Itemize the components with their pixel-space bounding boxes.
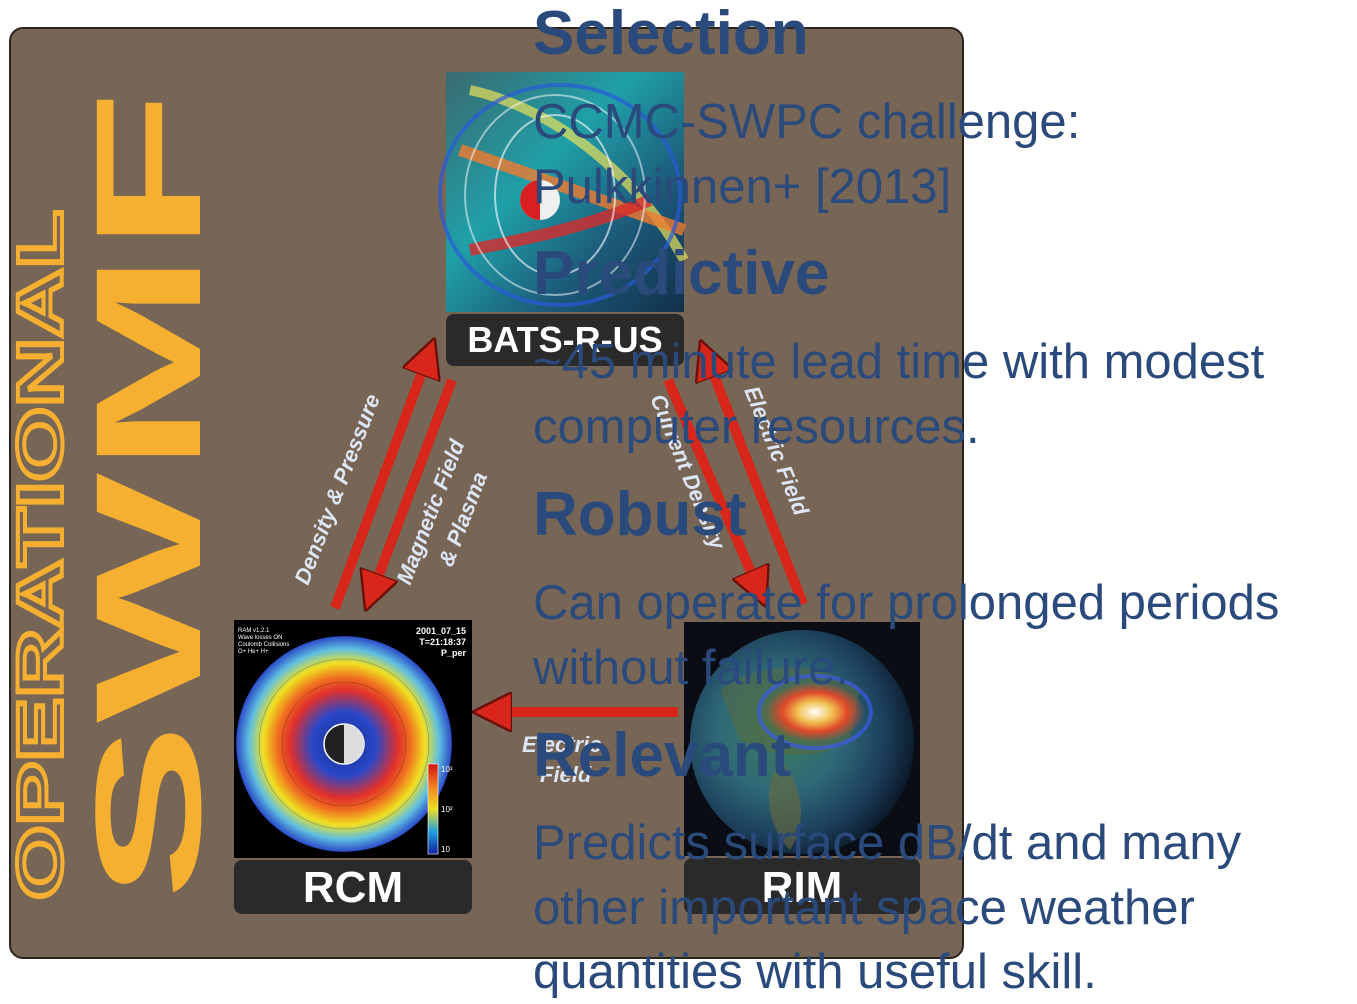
arrow-rim-to-bats <box>703 347 808 606</box>
rcm-header-left-3: Coulomb Collisions <box>238 642 289 648</box>
label-density-pressure: Density & Pressure <box>289 390 385 587</box>
arrows <box>330 345 808 712</box>
bats-r-us-label: BATS-R-US <box>467 319 662 360</box>
arrow-bats-to-rcm <box>368 378 457 604</box>
arrow-rcm-to-bats <box>330 345 432 610</box>
bats-r-us-node: BATS-R-US <box>438 72 689 366</box>
rcm-header-left-2: Wave losses ON <box>238 635 282 641</box>
rcm-colorbar <box>427 763 439 855</box>
rcm-colorbar-tick-2: 10² <box>441 805 453 814</box>
rcm-label: RCM <box>303 863 403 912</box>
label-field-bottom: Field <box>540 762 592 787</box>
rcm-colorbar-tick-1: 10³ <box>441 765 453 774</box>
rcm-header-left-1: RAM v1.2.1 <box>238 628 270 634</box>
rim-node: RIM <box>684 622 920 914</box>
rcm-colorbar-tick-3: 10 <box>441 845 450 854</box>
brand-logo: OPERATIONAL SWMF <box>2 90 232 902</box>
rcm-header-right-2: T=21:18:37 <box>419 637 466 647</box>
brand-bottom-text: SWMF <box>64 90 232 900</box>
bats-r-us-label-box <box>446 314 684 366</box>
label-electric-bottom: Electric <box>522 732 602 757</box>
rcm-label-box <box>234 860 472 914</box>
rcm-node: RAM v1.2.1 Wave losses ON Coulomb Collis… <box>234 620 472 914</box>
rim-label: RIM <box>762 863 843 912</box>
rcm-header-right-3: P_per <box>441 648 467 658</box>
rcm-header-left-4: O+ He+ H+ <box>238 649 269 655</box>
label-electric-field-right: Electric Field <box>739 383 814 520</box>
rcm-header-right-1: 2001_07_15 <box>416 626 466 636</box>
arrow-bats-to-rim <box>663 378 763 600</box>
brand-top-text: OPERATIONAL <box>4 210 76 900</box>
rim-label-box <box>684 858 920 914</box>
